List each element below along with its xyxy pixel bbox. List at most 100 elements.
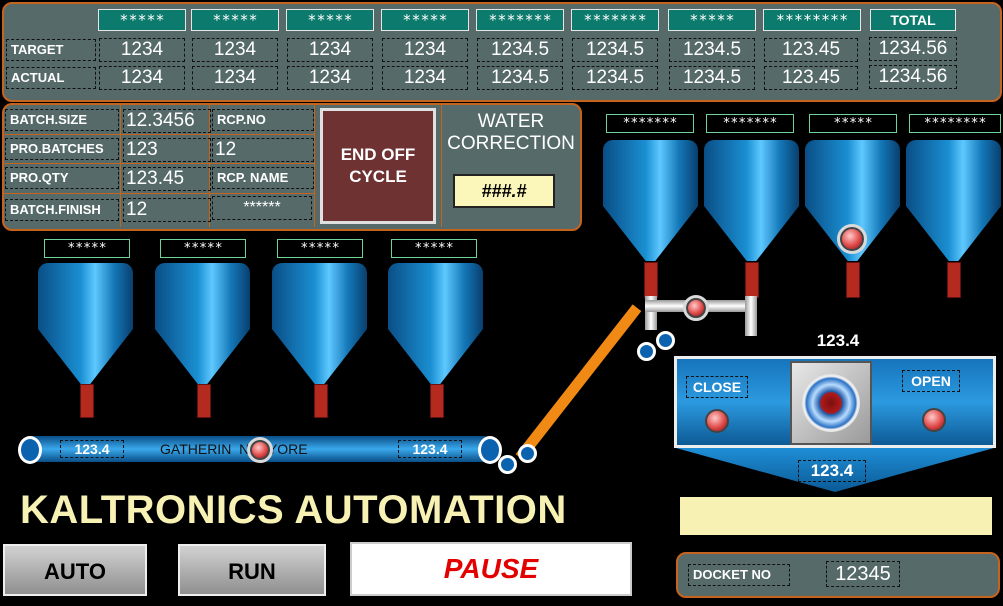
auto-button[interactable]: AUTO <box>3 544 147 596</box>
batch-divider <box>4 193 314 194</box>
silo-right-3 <box>805 140 900 206</box>
silo-left-3-cone <box>272 329 367 384</box>
conveyor-roller-icon <box>656 331 675 350</box>
conveyor-left-value: 123.4 <box>60 440 124 458</box>
silo-right-valve[interactable] <box>846 262 860 298</box>
target-label: TARGET <box>6 39 96 61</box>
batch-size-value: 12.3456 <box>123 109 211 133</box>
actual-value: 1234 <box>99 66 185 90</box>
column-header: ***** <box>668 9 756 31</box>
silo-left-tag: ***** <box>391 239 477 258</box>
silo-left-valve[interactable] <box>430 384 444 418</box>
actual-value: 1234 <box>287 66 373 90</box>
docket-label: DOCKET NO <box>688 564 790 586</box>
brand-title: KALTRONICS AUTOMATION <box>20 488 567 532</box>
mixer-bottom-value: 123.4 <box>798 460 866 482</box>
actual-value: 1234.5 <box>477 66 563 90</box>
end-cycle-button[interactable]: END OFF CYCLE <box>320 108 436 224</box>
pro-batches-value: 123 <box>123 138 211 162</box>
water-valve-lamp[interactable] <box>683 295 709 321</box>
batch-divider <box>4 134 314 135</box>
actual-value: 1234 <box>192 66 278 90</box>
conveyor-roller-icon <box>518 444 537 463</box>
batch-divider <box>441 105 442 227</box>
batch-divider <box>4 163 314 164</box>
silo-left-tag: ***** <box>44 239 130 258</box>
silo-left-valve[interactable] <box>197 384 211 418</box>
conveyor-indicator-lamp[interactable] <box>247 437 273 463</box>
silo-right-tag: ******* <box>606 114 694 133</box>
mixer-top-value: 123.4 <box>816 331 860 350</box>
docket-panel <box>676 552 1000 598</box>
rcp-name-value: ****** <box>212 196 312 220</box>
batch-divider <box>209 105 210 227</box>
target-value: 1234.5 <box>477 38 563 62</box>
silo-3-indicator-lamp[interactable] <box>837 224 867 254</box>
pause-button[interactable]: PAUSE <box>350 542 632 596</box>
silo-left-tag: ***** <box>160 239 246 258</box>
target-value: 1234 <box>99 38 185 62</box>
water-pipe <box>745 296 757 336</box>
silo-left-2-cone <box>155 329 250 384</box>
column-header: ******* <box>476 9 564 31</box>
batch-finish-label: BATCH.FINISH <box>5 199 119 221</box>
silo-left-1 <box>38 263 133 329</box>
batch-finish-value: 12 <box>123 198 211 222</box>
pro-qty-value: 123.45 <box>123 167 211 191</box>
actual-value: 123.45 <box>764 66 858 90</box>
batch-divider <box>314 105 315 227</box>
batch-size-label: BATCH.SIZE <box>5 109 119 131</box>
message-bar <box>680 497 992 535</box>
column-header: ***** <box>286 9 374 31</box>
actual-label: ACTUAL <box>6 67 96 89</box>
conveyor-roller-icon <box>498 455 517 474</box>
silo-right-valve[interactable] <box>745 262 759 298</box>
silo-right-4-cone <box>906 206 1001 261</box>
silo-right-2 <box>704 140 799 206</box>
conveyor-roller-icon <box>637 342 656 361</box>
mixer-open-label: OPEN <box>902 370 960 392</box>
total-header: TOTAL <box>870 9 956 31</box>
rcp-name-label: RCP. NAME <box>212 167 314 189</box>
silo-left-tag: ***** <box>277 239 363 258</box>
end-cycle-label: END OFF CYCLE <box>340 145 416 186</box>
mixer-close-label: CLOSE <box>686 376 748 398</box>
column-header: ***** <box>98 9 186 31</box>
target-value: 1234.5 <box>572 38 658 62</box>
column-header: ******* <box>571 9 659 31</box>
silo-left-valve[interactable] <box>80 384 94 418</box>
inclined-conveyor <box>515 304 642 461</box>
mixer-close-button[interactable] <box>705 409 729 433</box>
mixer-open-button[interactable] <box>922 408 946 432</box>
conveyor-roller-icon <box>18 436 42 464</box>
actual-value: 1234.5 <box>572 66 658 90</box>
target-total: 1234.56 <box>869 37 957 61</box>
docket-value: 12345 <box>826 561 900 587</box>
pro-qty-label: PRO.QTY <box>5 167 119 189</box>
silo-right-tag: ******** <box>909 114 1001 133</box>
actual-value: 1234.5 <box>669 66 755 90</box>
column-header: ***** <box>191 9 279 31</box>
silo-right-valve[interactable] <box>947 262 961 298</box>
silo-left-valve[interactable] <box>314 384 328 418</box>
silo-left-4 <box>388 263 483 329</box>
silo-right-4 <box>906 140 1001 206</box>
silo-right-1 <box>603 140 698 206</box>
silo-right-2-cone <box>704 206 799 261</box>
silo-right-1-cone <box>603 206 698 261</box>
batch-divider <box>120 105 121 227</box>
column-header: ******** <box>763 9 861 31</box>
mixer-fan-icon <box>802 374 860 432</box>
silo-right-tag: ******* <box>706 114 794 133</box>
water-correction-label: WATER CORRECTION <box>447 111 575 154</box>
silo-left-2 <box>155 263 250 329</box>
pro-batches-label: PRO.BATCHES <box>5 138 119 160</box>
run-button[interactable]: RUN <box>178 544 326 596</box>
target-value: 1234 <box>192 38 278 62</box>
mixer-motor[interactable] <box>790 361 872 445</box>
silo-left-3 <box>272 263 367 329</box>
actual-value: 1234 <box>382 66 468 90</box>
silo-right-valve[interactable] <box>644 262 658 298</box>
target-value: 123.45 <box>764 38 858 62</box>
water-correction-field[interactable]: ###.# <box>453 174 555 208</box>
